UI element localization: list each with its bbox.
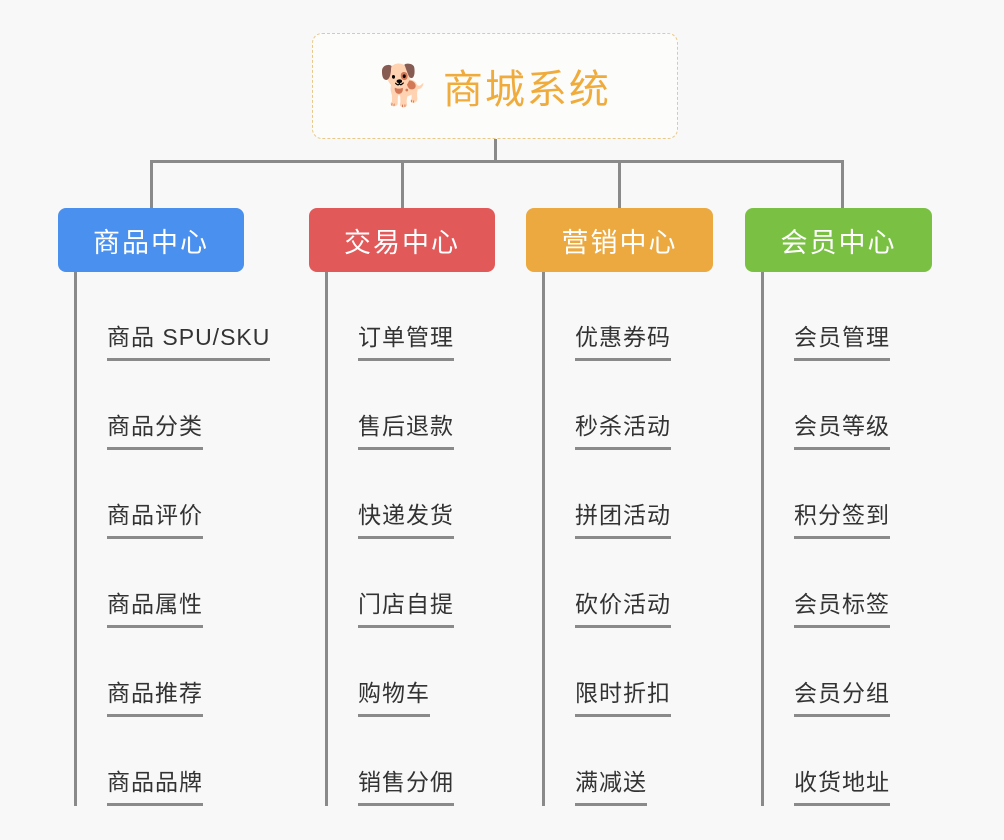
leaf-list-trade-center: 订单管理 售后退款 快递发货 门店自提 购物车 销售分佣 (325, 272, 495, 806)
connector-drop-product-center (150, 160, 153, 210)
leaf-item[interactable]: 拼团活动 (545, 450, 713, 539)
leaf-list-marketing-center: 优惠券码 秒杀活动 拼团活动 砍价活动 限时折扣 满减送 (542, 272, 713, 806)
leaf-item[interactable]: 积分签到 (764, 450, 932, 539)
leaf-item[interactable]: 销售分佣 (328, 717, 495, 806)
leaf-label: 会员分组 (794, 674, 890, 717)
leaf-label: 会员标签 (794, 585, 890, 628)
leaf-item[interactable]: 会员分组 (764, 628, 932, 717)
leaf-label: 秒杀活动 (575, 407, 671, 450)
category-label: 营销中心 (561, 227, 678, 258)
leaf-label: 会员管理 (794, 318, 890, 361)
connector-drop-member-center (841, 160, 844, 210)
connector-drop-marketing-center (618, 160, 621, 210)
category-header-product-center[interactable]: 商品中心 (58, 208, 244, 272)
leaf-item[interactable]: 收货地址 (764, 717, 932, 806)
leaf-label: 商品品牌 (107, 763, 203, 806)
leaf-item[interactable]: 砍价活动 (545, 539, 713, 628)
leaf-label: 拼团活动 (575, 496, 671, 539)
branch-column-trade-center: 交易中心 订单管理 售后退款 快递发货 门店自提 购物车 销售分佣 (309, 208, 495, 806)
leaf-item[interactable]: 商品推荐 (77, 628, 270, 717)
leaf-item[interactable]: 限时折扣 (545, 628, 713, 717)
leaf-label: 售后退款 (358, 407, 454, 450)
connector-horizontal-bus (150, 160, 844, 163)
leaf-list-member-center: 会员管理 会员等级 积分签到 会员标签 会员分组 收货地址 (761, 272, 932, 806)
leaf-item[interactable]: 商品品牌 (77, 717, 270, 806)
leaf-item[interactable]: 购物车 (328, 628, 495, 717)
leaf-item[interactable]: 售后退款 (328, 361, 495, 450)
leaf-label: 商品属性 (107, 585, 203, 628)
category-label: 会员中心 (780, 227, 897, 258)
leaf-item[interactable]: 商品属性 (77, 539, 270, 628)
leaf-label: 收货地址 (794, 763, 890, 806)
category-label: 商品中心 (93, 227, 209, 258)
leaf-label: 订单管理 (358, 318, 454, 361)
branch-column-member-center: 会员中心 会员管理 会员等级 积分签到 会员标签 会员分组 收货地址 (745, 208, 932, 806)
leaf-item[interactable]: 商品评价 (77, 450, 270, 539)
root-title: 商城系统 (442, 68, 611, 112)
leaf-list-product-center: 商品 SPU/SKU 商品分类 商品评价 商品属性 商品推荐 商品品牌 (74, 272, 271, 806)
leaf-label: 砍价活动 (575, 585, 671, 628)
leaf-item[interactable]: 会员管理 (764, 272, 932, 361)
root-node[interactable]: 🐕 商城系统 (312, 33, 678, 139)
leaf-item[interactable]: 快递发货 (328, 450, 495, 539)
branch-column-marketing-center: 营销中心 优惠券码 秒杀活动 拼团活动 砍价活动 限时折扣 满减送 (526, 208, 713, 806)
category-header-marketing-center[interactable]: 营销中心 (526, 208, 713, 272)
leaf-label: 会员等级 (794, 407, 890, 450)
category-header-member-center[interactable]: 会员中心 (745, 208, 932, 272)
leaf-label: 快递发货 (358, 496, 454, 539)
leaf-label: 销售分佣 (358, 763, 454, 806)
leaf-label: 积分签到 (794, 496, 890, 539)
category-label: 交易中心 (344, 227, 460, 258)
shiba-dog-face-icon: 🐕 (379, 64, 429, 108)
leaf-item[interactable]: 商品分类 (77, 361, 270, 450)
leaf-label: 满减送 (575, 763, 647, 806)
leaf-item[interactable]: 会员等级 (764, 361, 932, 450)
category-header-trade-center[interactable]: 交易中心 (309, 208, 495, 272)
leaf-item[interactable]: 秒杀活动 (545, 361, 713, 450)
connector-root-stem (494, 139, 497, 162)
leaf-item[interactable]: 门店自提 (328, 539, 495, 628)
leaf-item[interactable]: 会员标签 (764, 539, 932, 628)
connector-drop-trade-center (401, 160, 404, 210)
leaf-label: 购物车 (358, 674, 430, 717)
branch-column-product-center: 商品中心 商品 SPU/SKU 商品分类 商品评价 商品属性 商品推荐 商品品牌 (58, 208, 271, 806)
leaf-item[interactable]: 满减送 (545, 717, 713, 806)
leaf-item[interactable]: 订单管理 (328, 272, 495, 361)
leaf-label: 门店自提 (358, 585, 454, 628)
leaf-item[interactable]: 优惠券码 (545, 272, 713, 361)
leaf-label: 商品推荐 (107, 674, 203, 717)
leaf-label: 商品评价 (107, 496, 203, 539)
leaf-label: 商品 SPU/SKU (107, 318, 271, 361)
leaf-label: 优惠券码 (575, 318, 671, 361)
leaf-label: 限时折扣 (575, 674, 671, 717)
leaf-item[interactable]: 商品 SPU/SKU (77, 272, 271, 361)
leaf-label: 商品分类 (107, 407, 203, 450)
